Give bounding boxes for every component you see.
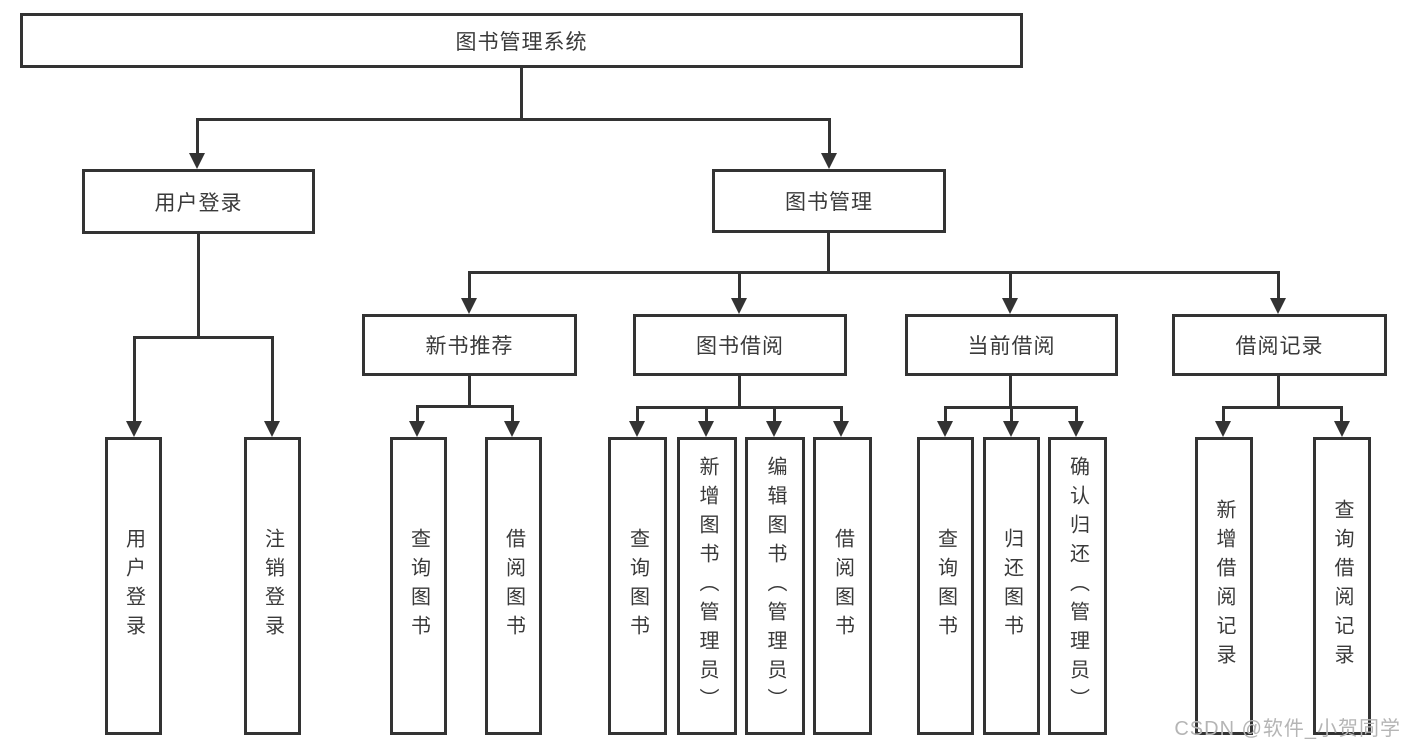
arrow-down-icon: [1270, 298, 1286, 314]
node-library-management-system: 图书管理系统: [20, 13, 1023, 68]
connector-line: [705, 406, 708, 422]
connector-line: [827, 233, 830, 274]
node-label: 借阅记录: [1235, 335, 1324, 358]
node-label: 图书管理: [785, 191, 873, 214]
arrow-down-icon: [1215, 421, 1231, 437]
node-label: 归还图书: [1000, 528, 1023, 644]
connector-line: [738, 271, 741, 299]
node-book-management: 图书管理: [712, 169, 946, 233]
connector-line: [1010, 406, 1013, 422]
connector-line: [1222, 406, 1225, 422]
connector-line: [197, 234, 200, 339]
node-label: 当前借阅: [967, 335, 1056, 358]
leaf-confirm-return-admin: 确认归还（管理员）: [1048, 437, 1107, 735]
connector-line: [773, 406, 776, 422]
arrow-down-icon: [264, 421, 280, 437]
connector-line: [416, 405, 419, 422]
node-label: 用户登录: [122, 528, 145, 644]
node-label: 新书推荐: [425, 335, 514, 358]
arrow-down-icon: [126, 421, 142, 437]
arrow-down-icon: [461, 298, 477, 314]
connector-line: [133, 336, 136, 422]
arrow-down-icon: [629, 421, 645, 437]
connector-line: [196, 118, 199, 154]
node-book-borrowing: 图书借阅: [633, 314, 847, 376]
leaf-add-books-admin: 新增图书（管理员）: [677, 437, 737, 735]
node-label: 查询借阅记录: [1331, 499, 1353, 673]
arrow-down-icon: [1002, 298, 1018, 314]
arrow-down-icon: [731, 298, 747, 314]
connector-line: [196, 118, 830, 121]
arrow-down-icon: [766, 421, 782, 437]
connector-line: [636, 406, 843, 409]
leaf-query-books-recommend: 查询图书: [390, 437, 447, 735]
node-label: 新增图书（管理员）: [696, 455, 718, 717]
node-borrowing-records: 借阅记录: [1172, 314, 1387, 376]
node-label: 借阅图书: [831, 528, 854, 644]
connector-line: [416, 405, 514, 408]
connector-line: [468, 271, 471, 299]
leaf-edit-books-admin: 编辑图书（管理员）: [745, 437, 805, 735]
arrow-down-icon: [189, 153, 205, 169]
leaf-logout: 注销登录: [244, 437, 301, 735]
connector-line: [636, 406, 639, 422]
arrow-down-icon: [1003, 421, 1019, 437]
connector-line: [1009, 376, 1012, 408]
connector-line: [520, 68, 523, 119]
leaf-borrow-books-borrowing: 借阅图书: [813, 437, 872, 735]
connector-line: [1009, 271, 1012, 299]
connector-line: [1075, 406, 1078, 422]
leaf-user-login: 用户登录: [105, 437, 162, 735]
leaf-query-books-borrowing: 查询图书: [608, 437, 667, 735]
connector-line: [271, 336, 274, 422]
connector-line: [511, 405, 514, 422]
node-label: 用户登录: [154, 191, 243, 215]
arrow-down-icon: [1334, 421, 1350, 437]
node-new-book-recommend: 新书推荐: [362, 314, 577, 376]
connector-line: [1222, 406, 1343, 409]
arrow-down-icon: [504, 421, 520, 437]
node-label: 图书借阅: [696, 335, 784, 358]
node-label: 确认归还（管理员）: [1066, 455, 1089, 717]
connector-line: [1277, 271, 1280, 299]
arrow-down-icon: [937, 421, 953, 437]
connector-line: [840, 406, 843, 422]
leaf-borrow-books-recommend: 借阅图书: [485, 437, 542, 735]
arrow-down-icon: [821, 153, 837, 169]
arrow-down-icon: [833, 421, 849, 437]
node-label: 查询图书: [626, 528, 649, 644]
arrow-down-icon: [698, 421, 714, 437]
connector-line: [944, 406, 947, 422]
node-label: 借阅图书: [502, 528, 525, 644]
node-current-borrowing: 当前借阅: [905, 314, 1118, 376]
leaf-query-borrow-record: 查询借阅记录: [1313, 437, 1371, 735]
leaf-add-borrow-record: 新增借阅记录: [1195, 437, 1253, 735]
leaf-query-books-current: 查询图书: [917, 437, 974, 735]
arrow-down-icon: [409, 421, 425, 437]
connector-line: [468, 271, 1280, 274]
arrow-down-icon: [1068, 421, 1084, 437]
watermark: CSDN @软件_小贺同学: [1174, 718, 1401, 740]
connector-line: [738, 376, 741, 408]
node-label: 查询图书: [407, 528, 430, 644]
node-user-login: 用户登录: [82, 169, 315, 234]
connector-line: [1340, 406, 1343, 422]
node-label: 编辑图书（管理员）: [764, 455, 786, 717]
connector-line: [828, 118, 831, 154]
node-label: 新增借阅记录: [1213, 499, 1235, 673]
connector-line: [133, 336, 273, 339]
node-label: 图书管理系统: [455, 30, 588, 54]
connector-line: [1277, 376, 1280, 408]
node-label: 注销登录: [261, 528, 284, 644]
leaf-return-books: 归还图书: [983, 437, 1040, 735]
node-label: 查询图书: [934, 528, 957, 644]
connector-line: [468, 376, 471, 407]
